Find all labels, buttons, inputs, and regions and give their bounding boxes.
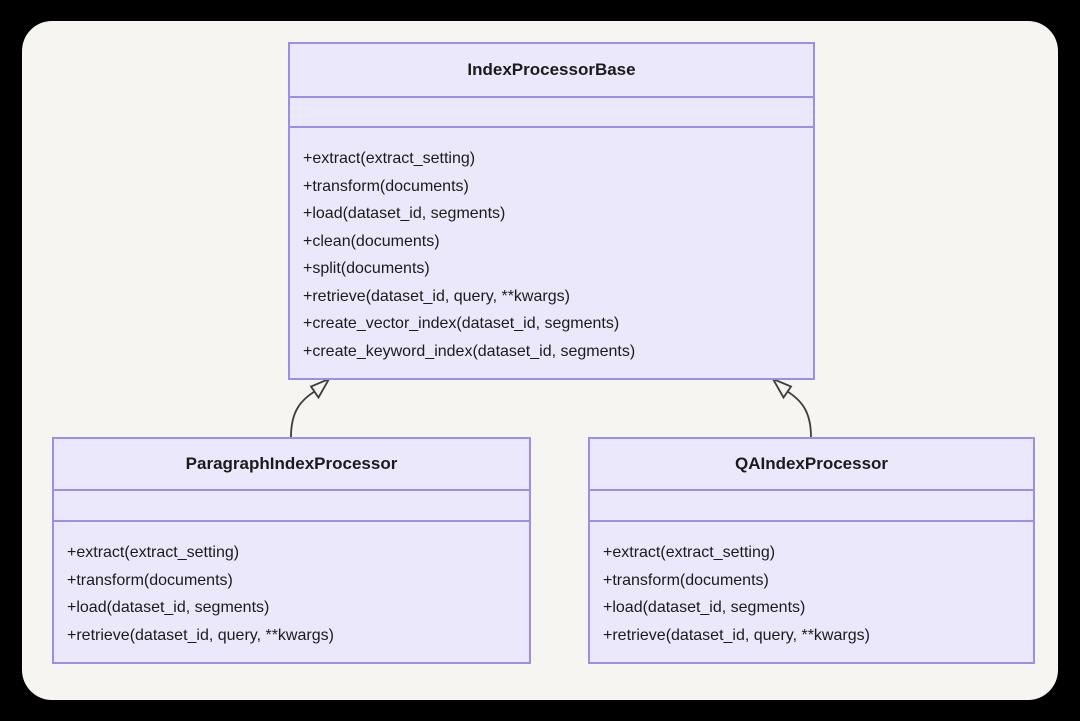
method-line: +extract(extract_setting) bbox=[67, 544, 240, 561]
method-line: +retrieve(dataset_id, query, **kwargs) bbox=[67, 626, 334, 644]
method-line: +create_vector_index(dataset_id, segment… bbox=[303, 315, 620, 332]
method-line: +transform(documents) bbox=[603, 571, 769, 589]
uml-class-index-processor-base[interactable]: IndexProcessorBase +extract(extract_sett… bbox=[288, 42, 815, 380]
method-line: +clean(documents) bbox=[303, 232, 440, 250]
uml-class-paragraph-index-processor[interactable]: ParagraphIndexProcessor +extract(extract… bbox=[52, 437, 531, 664]
class-attributes-index-processor-base bbox=[290, 98, 813, 128]
method-line: +load(dataset_id, segments) bbox=[67, 599, 270, 616]
method-line: +create_keyword_index(dataset_id, segmen… bbox=[303, 342, 636, 360]
method-line: +transform(documents) bbox=[303, 177, 469, 195]
method-line: +retrieve(dataset_id, query, **kwargs) bbox=[303, 287, 570, 305]
method-line: +load(dataset_id, segments) bbox=[603, 599, 806, 616]
method-line: +load(dataset_id, segments) bbox=[303, 205, 506, 222]
class-attributes-paragraph-index-processor bbox=[54, 491, 529, 522]
class-attributes-qa-index-processor bbox=[590, 491, 1033, 522]
method-line: +extract(extract_setting) bbox=[603, 544, 776, 561]
class-title-qa-index-processor: QAIndexProcessor bbox=[590, 439, 1033, 491]
class-title-paragraph-index-processor: ParagraphIndexProcessor bbox=[54, 439, 529, 491]
method-line: +split(documents) bbox=[303, 260, 430, 277]
class-methods-index-processor-base: +extract(extract_setting) +transform(doc… bbox=[290, 128, 813, 379]
method-line: +transform(documents) bbox=[67, 571, 233, 589]
method-line: +extract(extract_setting) bbox=[303, 150, 476, 167]
class-methods-paragraph-index-processor: +extract(extract_setting) +transform(doc… bbox=[54, 522, 529, 663]
method-line: +retrieve(dataset_id, query, **kwargs) bbox=[603, 626, 870, 644]
class-title-index-processor-base: IndexProcessorBase bbox=[290, 44, 813, 98]
uml-class-qa-index-processor[interactable]: QAIndexProcessor +extract(extract_settin… bbox=[588, 437, 1035, 664]
class-methods-qa-index-processor: +extract(extract_setting) +transform(doc… bbox=[590, 522, 1033, 663]
